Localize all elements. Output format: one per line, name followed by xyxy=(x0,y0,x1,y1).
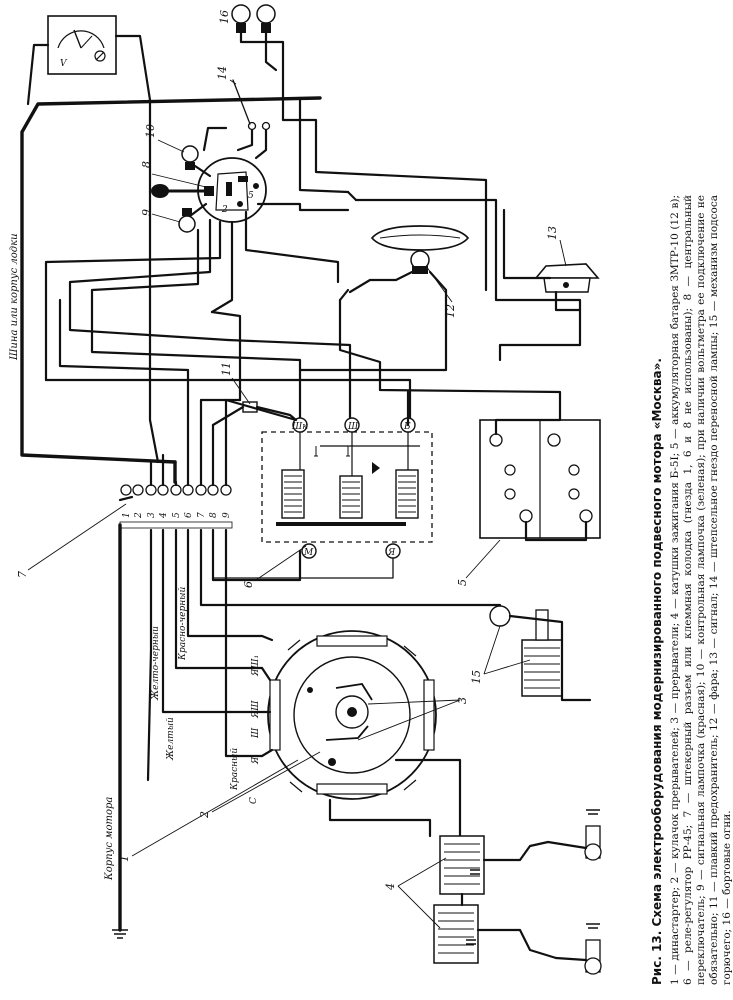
headlight-icon xyxy=(370,225,470,274)
socket-number: 8 xyxy=(209,512,219,518)
relay-regulator-icon xyxy=(261,417,433,559)
callout-number: 9 xyxy=(140,209,153,216)
spark-plug-icon xyxy=(584,923,602,975)
socket-number: 2 xyxy=(134,512,144,519)
ground-symbol-icon xyxy=(112,929,128,939)
signal-lamp-red-icon xyxy=(178,208,196,233)
terminal-ya-sh-label: ЯШ xyxy=(251,700,261,719)
caption-legend: 1 — династартер; 2 — кулачок прерывателе… xyxy=(669,195,733,985)
terminal-c-label: С xyxy=(249,797,259,804)
socket-number: 5 xyxy=(172,512,182,518)
relay-terminal-b-label: Б xyxy=(403,422,411,432)
socket-number: 3 xyxy=(147,512,157,518)
callout-number: 13 xyxy=(546,226,559,240)
switch-knob-icon xyxy=(151,184,206,198)
horn-icon xyxy=(534,263,600,293)
motor-body-label: Корпус мотора xyxy=(104,797,115,881)
wire-red-black-label: Красно-черный xyxy=(178,587,188,661)
caption-title: Рис. 13. Схема электрооборудования модер… xyxy=(650,358,664,985)
callout-number: 15 xyxy=(470,670,483,684)
socket-number: 6 xyxy=(184,512,194,518)
terminal-ya-sh1-label: ЯШ₁ xyxy=(251,655,261,677)
connector-block-icon xyxy=(119,484,233,529)
callout-number: 8 xyxy=(140,161,153,168)
terminal-sh-label: Ш xyxy=(251,727,261,739)
wire-yellow-black-label: Желто-черный xyxy=(151,626,161,701)
callout-number: 12 xyxy=(444,304,457,318)
callout-number: 2 xyxy=(198,811,211,819)
lamp-socket-icon xyxy=(247,121,271,131)
control-lamp-green-icon xyxy=(181,145,199,170)
relay-terminal-shk-label: Шк xyxy=(291,422,308,432)
callout-number: 5 xyxy=(456,579,469,586)
callout-number: 7 xyxy=(16,571,29,578)
dynastarter-icon xyxy=(267,630,437,800)
relay-terminal-ya-label: Я xyxy=(387,548,396,558)
wire-red-label: Красный xyxy=(230,748,240,791)
callout-number: 10 xyxy=(144,124,157,138)
spark-plug-icon xyxy=(584,809,602,861)
callout-number: 16 xyxy=(218,10,231,24)
socket-number: 9 xyxy=(222,512,232,518)
svg-text:2: 2 xyxy=(221,205,228,215)
callout-number: 6 xyxy=(242,581,255,588)
relay-terminal-m-label: М xyxy=(303,548,314,558)
socket-number: 7 xyxy=(197,512,207,518)
fuel-primer-icon xyxy=(489,605,563,697)
socket-number: 1 xyxy=(122,512,132,518)
callout-number: 3 xyxy=(456,697,469,704)
relay-terminal-sh-label: Ш xyxy=(347,422,359,432)
battery-icon xyxy=(479,419,601,539)
wire-yellow-label: Желтый xyxy=(166,717,176,761)
callout-number: 1 xyxy=(118,855,131,862)
ignition-coil-icon xyxy=(433,835,485,964)
terminal-ya-label: Я xyxy=(251,756,261,765)
callout-number: 4 xyxy=(384,883,397,891)
socket-number: 4 xyxy=(159,512,169,519)
voltmeter-icon: V xyxy=(47,15,117,75)
callout-number: 14 xyxy=(216,66,229,80)
figure-caption: Рис. 13. Схема электрооборудования модер… xyxy=(650,195,733,985)
svg-text:5: 5 xyxy=(248,191,254,201)
side-lights-icon xyxy=(231,4,276,33)
bus-label: Шина или корпус лодки xyxy=(9,233,20,361)
svg-text:V: V xyxy=(60,59,68,69)
central-switch-icon: 5 2 xyxy=(197,157,267,223)
callout-number: 11 xyxy=(220,362,233,376)
main-bus-wire xyxy=(20,96,322,484)
